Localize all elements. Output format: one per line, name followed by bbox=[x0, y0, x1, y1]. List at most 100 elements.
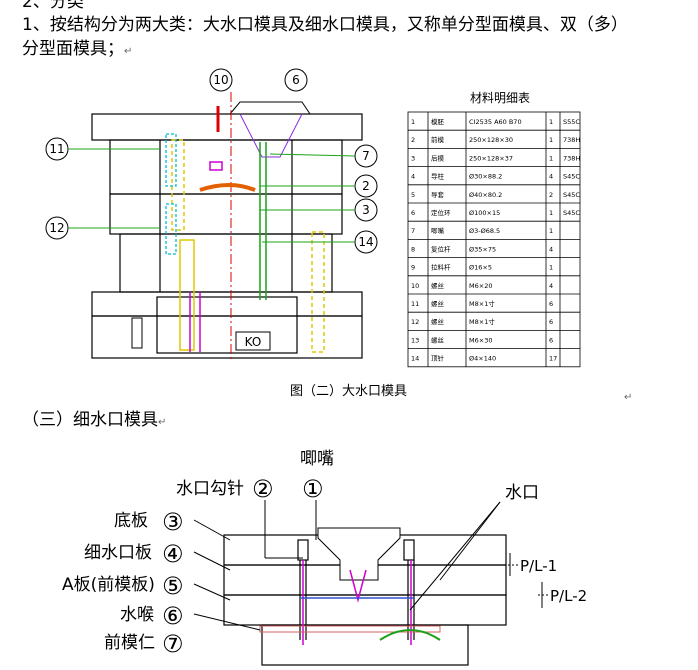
material-table-cell: 导套 bbox=[431, 190, 445, 199]
material-table-cell: 738H bbox=[563, 136, 580, 144]
material-table-cell: 8 bbox=[411, 245, 415, 253]
label-nozzle: 唧嘴 bbox=[300, 449, 334, 469]
material-table-cell: S45C bbox=[563, 173, 580, 181]
label-front-insert: 前模仁 bbox=[104, 633, 155, 653]
material-table-cell: 1 bbox=[549, 118, 553, 126]
material-table-cell: 9 bbox=[411, 264, 415, 272]
label-num-5: ⑤ bbox=[162, 572, 184, 600]
material-table-cell: 1 bbox=[549, 136, 553, 144]
material-table-cell: 6 bbox=[549, 300, 553, 308]
material-table-cell: 1 bbox=[549, 227, 553, 235]
material-table-cell: 2 bbox=[411, 136, 415, 144]
material-table-cell: 2 bbox=[549, 191, 553, 199]
material-table-cell: 螺丝 bbox=[431, 281, 445, 290]
callout-10: 10 bbox=[213, 73, 228, 87]
material-table-cell: Ø3-Ø68.5 bbox=[469, 227, 500, 235]
label-a-plate: A板(前模板) bbox=[62, 575, 155, 595]
material-table-cell: 导柱 bbox=[431, 172, 445, 181]
material-table-cell: 螺丝 bbox=[431, 299, 445, 308]
material-table-cell: 4 bbox=[549, 173, 553, 181]
material-table-cell: Ø35×75 bbox=[469, 245, 496, 253]
material-table-title: 材料明细表 bbox=[470, 91, 530, 105]
material-table-cell: Ø16×5 bbox=[469, 264, 492, 272]
material-table-cell: Ø100×15 bbox=[469, 209, 500, 217]
callout-14: 14 bbox=[358, 235, 373, 249]
guide-pins bbox=[171, 139, 325, 353]
label-num-7: ⑦ bbox=[162, 630, 184, 658]
paragraph-1-line-2: 分型面模具；↵ bbox=[22, 39, 133, 59]
material-table-cell: 4 bbox=[549, 282, 553, 290]
callout-2: 2 bbox=[362, 179, 370, 193]
return-mark: ↵ bbox=[158, 417, 167, 428]
label-water-pipe: 水喉 bbox=[120, 605, 154, 625]
material-table-cell: 唧嘴 bbox=[431, 226, 445, 235]
material-table-cell: S45C bbox=[563, 191, 580, 199]
label-sprue-hook: 水口勾针 bbox=[176, 479, 244, 499]
material-table-cell: 后模 bbox=[431, 153, 445, 162]
callout-7: 7 bbox=[362, 149, 370, 163]
ko-label: KO bbox=[245, 335, 262, 349]
material-table-cell: 13 bbox=[411, 336, 419, 344]
label-sprue: 水口 bbox=[505, 483, 539, 503]
callout-12: 12 bbox=[49, 221, 64, 235]
material-table-cell: M6×30 bbox=[469, 336, 492, 344]
material-table-cell: 10 bbox=[411, 282, 419, 290]
label-pl2: P/L-2 bbox=[550, 587, 587, 605]
material-table-cell: 1 bbox=[411, 118, 415, 126]
label-num-1: ① bbox=[302, 475, 324, 503]
material-table-cell: S55C bbox=[563, 118, 580, 126]
label-num-2: ② bbox=[252, 475, 274, 503]
material-table-cell: 顶针 bbox=[431, 354, 445, 363]
material-table-cell: CI2535 A60 B70 bbox=[469, 118, 522, 126]
material-table-cell: 250×128×37 bbox=[469, 154, 513, 162]
label-pl1: P/L-1 bbox=[520, 557, 557, 575]
material-table-cell: 4 bbox=[411, 173, 415, 181]
material-table-cell: 11 bbox=[411, 300, 419, 308]
material-table-cell: 12 bbox=[411, 318, 419, 326]
material-table-cell: Ø40×80.2 bbox=[469, 191, 502, 199]
mold-outline bbox=[91, 113, 363, 359]
material-table-cell: 17 bbox=[549, 355, 557, 363]
label-num-3: ③ bbox=[162, 508, 184, 536]
callout-circles bbox=[45, 68, 378, 254]
callout-6: 6 bbox=[292, 73, 300, 87]
material-table-cell: 定位环 bbox=[431, 208, 451, 217]
material-table-cell: 6 bbox=[549, 318, 553, 326]
material-table-cell: 5 bbox=[411, 191, 415, 199]
material-table-cell: Ø30×88.2 bbox=[469, 173, 502, 181]
material-table-cell: 复位杆 bbox=[431, 244, 451, 253]
material-table-cell: 1 bbox=[549, 264, 553, 272]
return-mark: ↵ bbox=[124, 46, 133, 57]
fine-gate-mold-drawing: 唧嘴 水口勾针 ② ① 水口 底板 ③ bbox=[62, 449, 587, 666]
material-table-cell: 6 bbox=[549, 336, 553, 344]
figure-caption: 图（二）大水口模具 bbox=[290, 384, 408, 399]
label-bottom-plate: 底板 bbox=[114, 511, 148, 531]
paragraph-1-line-1: 1、按结构分为两大类：大水口模具及细水口模具，又称单分型面模具、双（多） bbox=[22, 15, 628, 35]
callout-11: 11 bbox=[49, 142, 64, 156]
label-num-4: ④ bbox=[162, 540, 184, 568]
material-table-cell: 6 bbox=[411, 209, 415, 217]
material-table-cell: 14 bbox=[411, 355, 419, 363]
stray-return-mark: ↵ bbox=[624, 392, 633, 403]
material-table-cell: 1 bbox=[549, 154, 553, 162]
label-fine-sprue-plate: 细水口板 bbox=[84, 543, 152, 563]
material-table-cell: 拉料杆 bbox=[431, 263, 451, 272]
top-partial-line: 2、分类 bbox=[22, 0, 84, 12]
material-table-cell: 250×128×30 bbox=[469, 136, 513, 144]
material-table-cell: 3 bbox=[411, 154, 415, 162]
section-3-heading: （三）细水口模具↵ bbox=[22, 410, 167, 430]
material-table-cell: 738H bbox=[563, 154, 580, 162]
material-table-cell: M8×1寸 bbox=[469, 317, 495, 326]
material-table-cell: S45C bbox=[563, 209, 580, 217]
material-table-cell: 4 bbox=[549, 245, 553, 253]
label-num-6: ⑥ bbox=[162, 602, 184, 630]
material-table-cell: Ø4×140 bbox=[469, 355, 496, 363]
material-table-cell: 1 bbox=[549, 209, 553, 217]
material-table-cell: 螺丝 bbox=[431, 317, 445, 326]
material-table-cell: 螺丝 bbox=[431, 335, 445, 344]
callout-3: 3 bbox=[362, 203, 370, 217]
material-table-cell: M8×1寸 bbox=[469, 299, 495, 308]
material-table-cell: M6×20 bbox=[469, 282, 492, 290]
